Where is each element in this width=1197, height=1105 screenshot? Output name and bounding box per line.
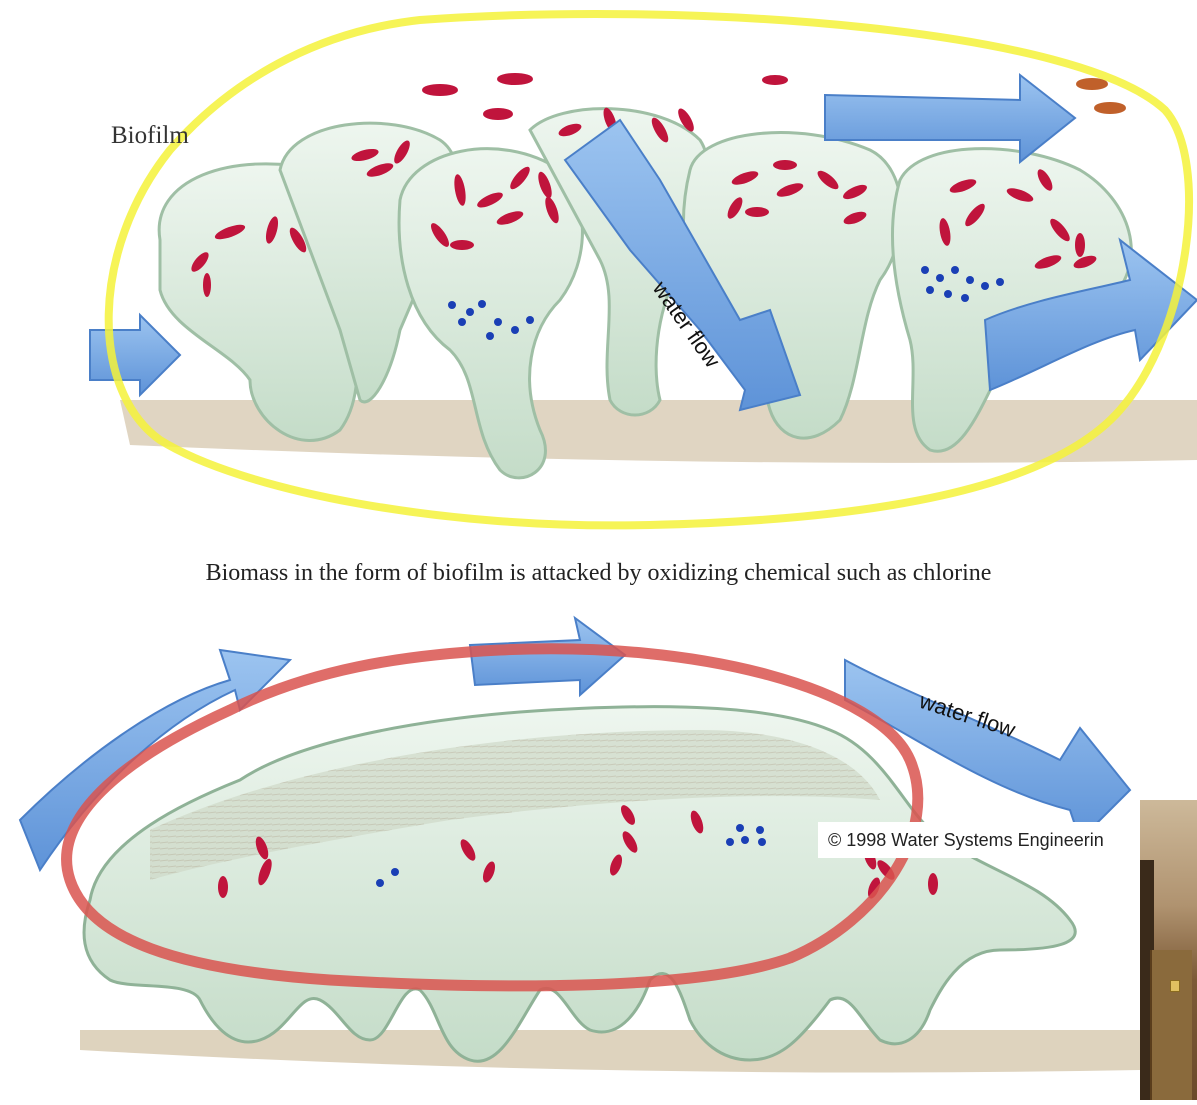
- biofilm-label: Biofilm: [111, 122, 189, 150]
- photo-cabinet-handle: [1170, 980, 1180, 992]
- photo-cabinet: [1150, 950, 1192, 1100]
- copyright-notice: © 1998 Water Systems Engineerin: [818, 822, 1140, 858]
- photo-inset: [1140, 800, 1197, 1100]
- top-panel: [90, 14, 1197, 525]
- caption: Biomass in the form of biofilm is attack…: [0, 560, 1197, 587]
